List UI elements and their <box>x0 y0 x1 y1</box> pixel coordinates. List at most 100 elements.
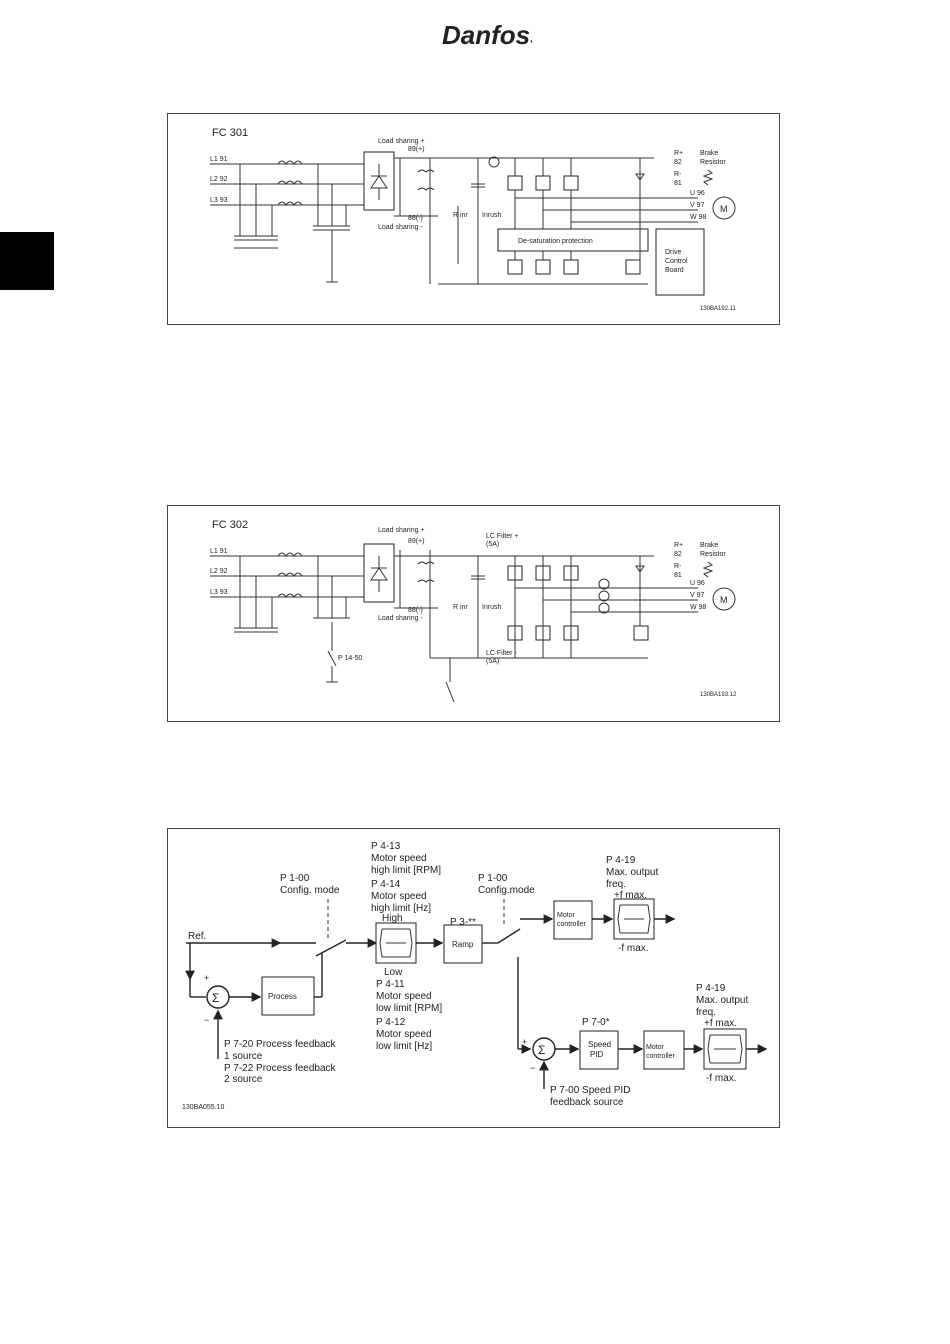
fc302-w: W 98 <box>690 604 706 611</box>
logo-wordmark: Danfoss <box>442 20 532 50</box>
fc302-p1450: P 14-50 <box>338 655 362 662</box>
p722-line2: 2 source <box>224 1074 263 1085</box>
p700-line1: P 7-00 Speed PID <box>550 1085 630 1096</box>
motor-ctrl-b1: Motor <box>646 1044 665 1051</box>
fc301-brake2: Resistor <box>700 159 726 166</box>
fc301-desat: De-saturation protection <box>518 238 593 245</box>
fc301-code: 130BA192.11 <box>700 306 737 312</box>
fc301-title: FC 301 <box>212 127 248 139</box>
fc301-drive-board <box>655 228 705 296</box>
fc301-w: W 98 <box>690 214 706 221</box>
fc302-rminus: R- <box>674 563 682 570</box>
fc301-load-bot: Load sharing - <box>378 224 423 231</box>
p100a-line: Config. mode <box>280 885 340 896</box>
danfoss-logo: Danfoss <box>442 20 532 50</box>
low-label: Low <box>384 967 403 978</box>
fc301-u: U 96 <box>690 190 705 197</box>
fc301-rectifier <box>363 151 395 211</box>
process-label: Process <box>268 992 297 1001</box>
fc301-drive2: Control <box>665 258 688 265</box>
p414-label: P 4-14 <box>371 879 401 890</box>
p419b-line2: freq. <box>696 1007 716 1018</box>
high-label: High <box>382 913 403 924</box>
control-code: 130BA055.10 <box>182 1104 225 1111</box>
p414-line1: Motor speed <box>371 891 427 902</box>
p413-label: P 4-13 <box>371 841 401 852</box>
ramp-label: Ramp <box>452 940 474 949</box>
fc301-rplus: R+ <box>674 150 683 157</box>
p700-line2: feedback source <box>550 1097 624 1108</box>
p419b-label: P 4-19 <box>696 983 726 994</box>
sum-speed-minus: − <box>530 1063 535 1073</box>
ramp-block <box>443 924 483 964</box>
fmax-plus-b: +f max. <box>704 1018 737 1029</box>
motor-controller-b <box>643 1030 685 1070</box>
fc301-r81: 81 <box>674 180 682 187</box>
fc302-load-top-term: 89(+) <box>408 538 425 545</box>
p413-line1: Motor speed <box>371 853 427 864</box>
fc301-line-l3: L3 93 <box>210 197 228 204</box>
fc302-load-top: Load sharing + <box>378 527 425 534</box>
fmax-minus-a: -f max. <box>618 943 649 954</box>
p3-label: P 3-** <box>450 917 476 928</box>
fc302-rplus: R+ <box>674 542 683 549</box>
p419a-line2: freq. <box>606 879 626 890</box>
fc301-drive1: Drive <box>665 249 681 256</box>
fc302-lc-bot1: LC Filter - <box>486 650 517 657</box>
sum-speed-plus: + <box>522 1037 527 1047</box>
motor-ctrl-a1: Motor <box>557 912 576 919</box>
process-block <box>261 976 315 1016</box>
fc301-motor-label: M <box>720 204 728 214</box>
p722-line1: P 7-22 Process feedback <box>224 1063 337 1074</box>
fc301-svg: FC 301 L1 91 L2 92 L3 93 Load sharing + … <box>210 127 737 312</box>
p412-label: P 4-12 <box>376 1017 406 1028</box>
p414-line2: high limit [Hz] <box>371 903 431 914</box>
fc302-svg: FC 302 L1 91 L2 92 L3 93 P 14-50 Load sh… <box>210 519 737 703</box>
fc302-lc-top1: LC Filter + <box>486 533 518 540</box>
motor-ctrl-b2: controller <box>646 1053 675 1060</box>
fc302-load-bot-term: 88(-) <box>408 607 423 614</box>
fc302-title: FC 302 <box>212 519 248 531</box>
p412-line2: low limit [Hz] <box>376 1041 432 1052</box>
p411-line1: Motor speed <box>376 991 432 1002</box>
motor-ctrl-a2: controller <box>557 921 586 928</box>
motor-controller-a <box>553 900 593 940</box>
p411-line2: low limit [RPM] <box>376 1003 442 1014</box>
p100a-label: P 1-00 <box>280 873 310 884</box>
speed-pid-1: Speed <box>588 1040 611 1049</box>
fc302-r82: 82 <box>674 551 682 558</box>
fc301-line-l1: L1 91 <box>210 156 228 163</box>
fc302-line-l2: L2 92 <box>210 568 228 575</box>
fmax-minus-b: -f max. <box>706 1073 737 1084</box>
p411-label: P 4-11 <box>376 979 405 990</box>
fc302-motor-label: M <box>720 595 728 605</box>
fc302-rectifier <box>363 543 395 603</box>
fc302-line-l1: L1 91 <box>210 548 228 555</box>
fc301-drive3: Board <box>665 267 684 274</box>
p100b-line: Config.mode <box>478 885 535 896</box>
p413-line2: high limit [RPM] <box>371 865 441 876</box>
fc302-motor <box>712 587 736 611</box>
fc302-lc-bot2: (5A) <box>486 658 499 665</box>
p100b-label: P 1-00 <box>478 873 508 884</box>
p720-line1: P 7-20 Process feedback <box>224 1039 337 1050</box>
ref-label: Ref. <box>188 931 206 942</box>
p70-label: P 7-0* <box>582 1017 610 1028</box>
fc301-rminus: R- <box>674 171 682 178</box>
fc301-mains-lines: L1 91 L2 92 L3 93 <box>210 156 364 283</box>
fc301-load-top: Load sharing + <box>378 138 425 145</box>
fc301-brake1: Brake <box>700 150 718 157</box>
speed-pid-block <box>579 1030 619 1070</box>
fc302-lc-top2: (5A) <box>486 541 499 548</box>
fc301-circuit-diagram: FC 301 L1 91 L2 92 L3 93 Load sharing + … <box>167 113 780 325</box>
fc301-rinr: R inr <box>453 212 468 219</box>
sum-speed-glyph: Σ <box>538 1043 545 1057</box>
fc302-circuit-diagram: FC 302 L1 91 L2 92 L3 93 P 14-50 Load sh… <box>167 505 780 722</box>
p720-line2: 1 source <box>224 1051 263 1062</box>
fc301-motor <box>712 196 736 220</box>
speed-pid-2: PID <box>590 1050 604 1059</box>
fc302-load-bot: Load sharing - <box>378 615 423 622</box>
section-tab-marker <box>0 232 54 290</box>
fc301-r82: 82 <box>674 159 682 166</box>
sum-process-minus: − <box>204 1015 209 1025</box>
